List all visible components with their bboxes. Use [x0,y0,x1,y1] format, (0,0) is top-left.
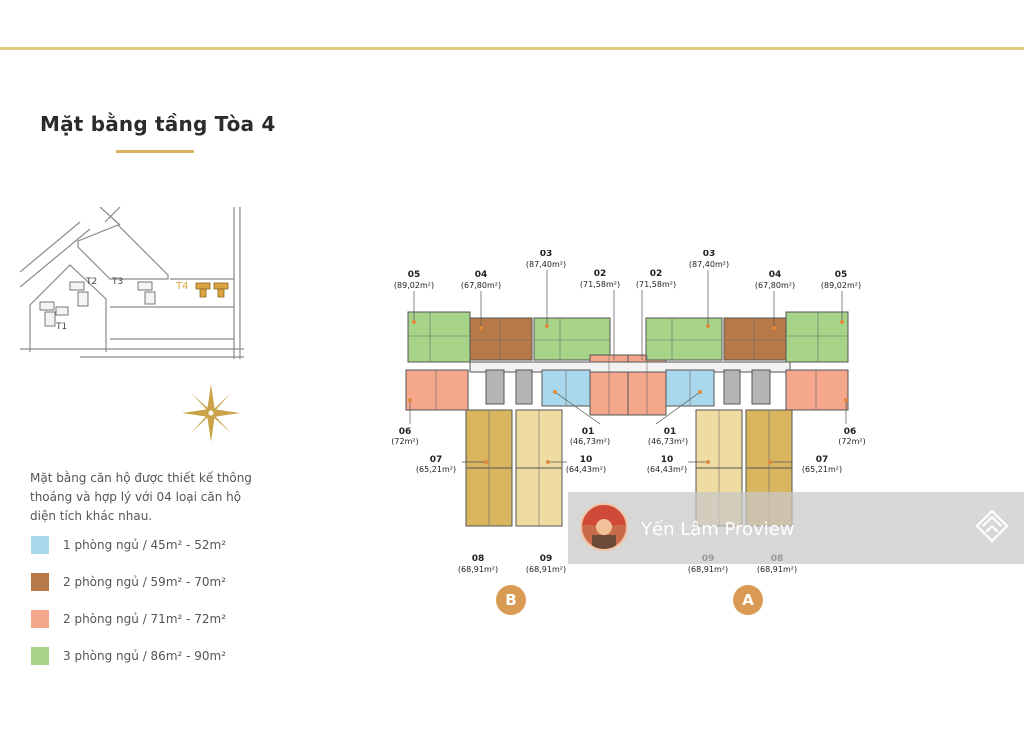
avatar [580,503,628,551]
unit-area-b10: (64,43m²) [566,465,606,474]
unit-label-a06: 06 [844,427,857,437]
title-underline [116,150,194,153]
page-title: Mặt bằng tầng Tòa 4 [40,112,276,136]
unit-area-a06: (72m²) [838,437,865,446]
unit-b04 [469,317,533,361]
unit-label-a07: 07 [816,455,829,465]
legend-label: 1 phòng ngủ / 45m² - 52m² [63,538,227,552]
unit-label-a01: 01 [664,427,677,437]
unit-a04 [723,317,787,361]
logo-icon [975,509,1009,543]
unit-area-b03: (87,40m²) [526,260,566,269]
unit-area-b04: (67,80m²) [461,281,501,290]
unit-label-b09: 09 [540,554,553,564]
unit-label-b04: 04 [475,270,488,280]
unit-area-a01: (46,73m²) [648,437,688,446]
site-label-t2: T2 [85,277,97,287]
unit-area-b05: (89,02m²) [394,281,434,290]
unit-area-a08: (68,91m²) [757,565,797,574]
unit-area-b02: (71,58m²) [580,280,620,289]
floor-plan: 05 (89,02m²) 04 (67,80m²) 03 (87,40m²) 0… [391,250,865,574]
unit-label-b05: 05 [408,270,421,280]
unit-label-b06: 06 [399,427,412,437]
unit-a05 [785,311,849,363]
legend: 1 phòng ngủ / 45m² - 52m² 2 phòng ngủ / … [31,536,226,684]
wing-b-badge: B [496,585,526,615]
site-label-t1: T1 [55,322,67,332]
unit-label-b01: 01 [582,427,595,437]
unit-area-a07: (65,21m²) [802,465,842,474]
core-a2 [751,369,771,405]
description-text: Mặt bằng căn hộ được thiết kế thông thoá… [30,471,252,523]
legend-swatch [31,647,49,665]
unit-area-a09: (68,91m²) [688,565,728,574]
unit-area-a03: (87,40m²) [689,260,729,269]
watermark-bar [568,492,1024,564]
compass-icon [182,384,240,442]
unit-label-b10: 10 [580,455,593,465]
unit-a03 [645,317,723,361]
site-label-t4: T4 [175,281,188,292]
core-b [485,369,505,405]
unit-label-a04: 04 [769,270,782,280]
unit-label-b02: 02 [594,269,607,279]
legend-label: 3 phòng ngủ / 86m² - 90m² [63,649,227,663]
top-accent-line [0,47,1024,50]
legend-label: 2 phòng ngủ / 71m² - 72m² [63,612,227,626]
core-a [723,369,741,405]
legend-item-3br: 3 phòng ngủ / 86m² - 90m² [31,647,226,665]
unit-area-b01: (46,73m²) [570,437,610,446]
unit-label-b07: 07 [430,455,443,465]
watermark-text: Yến Lâm Proview [641,519,795,540]
unit-area-a10: (64,43m²) [647,465,687,474]
unit-area-b07: (65,21m²) [416,465,456,474]
legend-swatch [31,573,49,591]
site-label-t3: T3 [111,277,123,287]
unit-area-b06: (72m²) [391,437,418,446]
unit-b06 [405,369,469,411]
unit-area-b08: (68,91m²) [458,565,498,574]
unit-area-a04: (67,80m²) [755,281,795,290]
unit-label-a02: 02 [650,269,663,279]
unit-b03 [533,317,611,361]
core-b2 [515,369,533,405]
unit-label-b08: 08 [472,554,485,564]
legend-item-2br-large: 2 phòng ngủ / 71m² - 72m² [31,610,226,628]
legend-swatch [31,536,49,554]
wing-a-badge: A [733,585,763,615]
unit-area-a02: (71,58m²) [636,280,676,289]
unit-area-b09: (68,91m²) [526,565,566,574]
unit-label-a03: 03 [703,250,716,259]
legend-item-1br: 1 phòng ngủ / 45m² - 52m² [31,536,226,554]
unit-label-b03: 03 [540,250,553,259]
unit-label-a05: 05 [835,270,848,280]
legend-label: 2 phòng ngủ / 59m² - 70m² [63,575,227,589]
legend-swatch [31,610,49,628]
unit-area-a05: (89,02m²) [821,281,861,290]
site-map: T1 T2 T3 T4 [20,207,244,359]
unit-a06 [785,369,849,411]
legend-item-2br-small: 2 phòng ngủ / 59m² - 70m² [31,573,226,591]
unit-label-a10: 10 [661,455,674,465]
unit-b05 [407,311,471,363]
